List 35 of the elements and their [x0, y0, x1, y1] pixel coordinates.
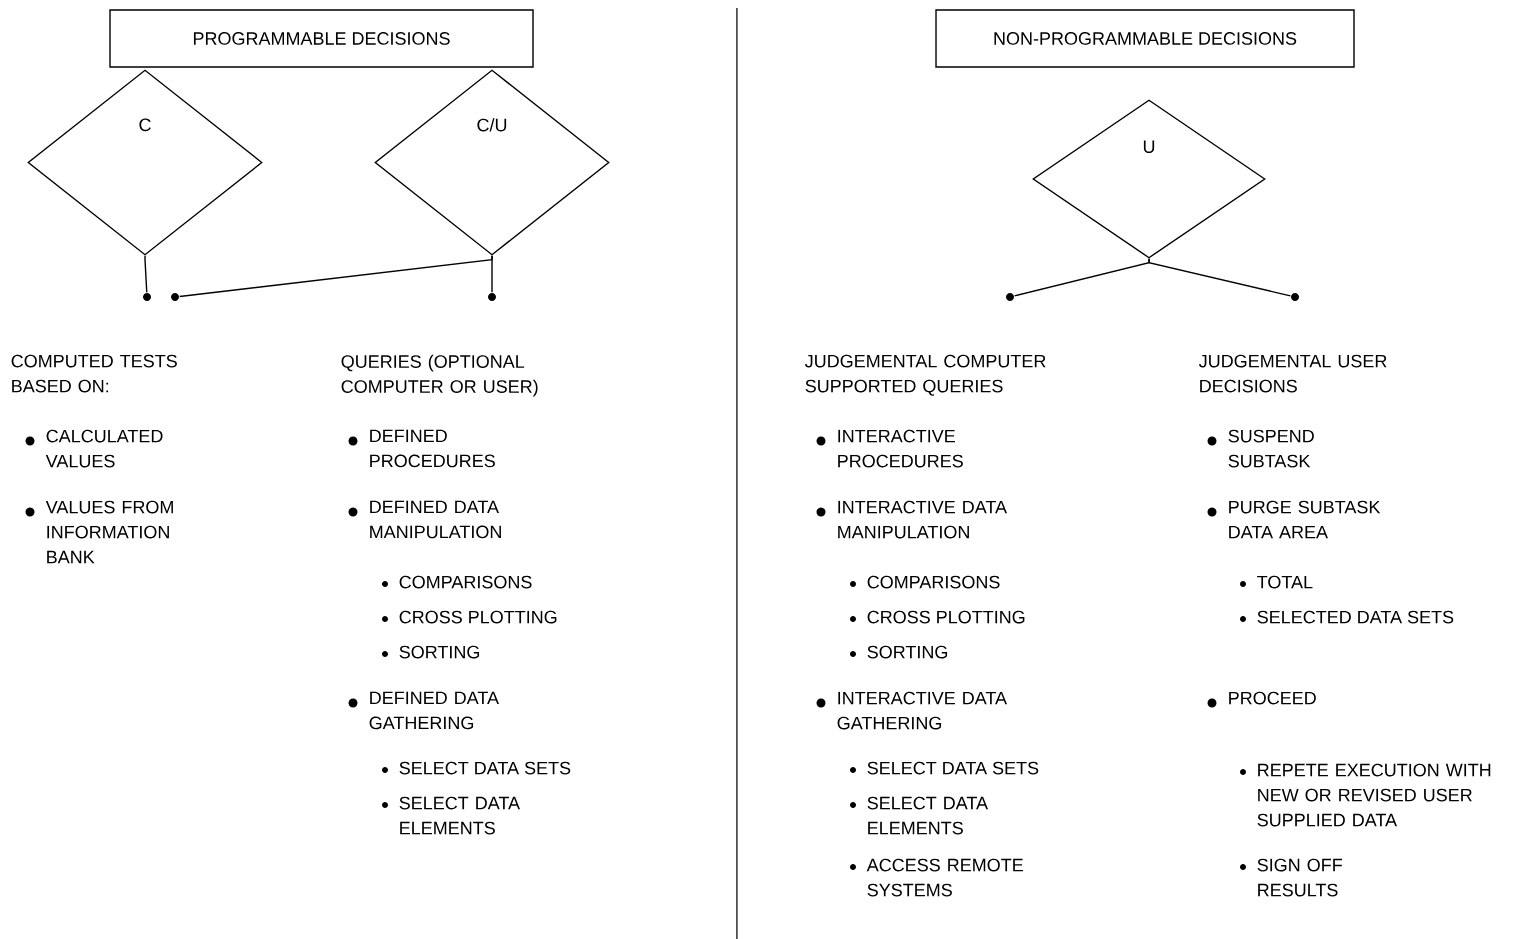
list-text: CROSS PLOTTING [867, 610, 1025, 624]
list-text: TOTAL [1257, 575, 1313, 589]
list-text: INTERACTIVE PROCEDURES [838, 429, 963, 468]
list-text: COMPUTED TESTS BASED ON: [11, 354, 177, 393]
list-text: JUDGEMENTAL COMPUTER SUPPORTED QUERIES [805, 354, 1046, 396]
list-text: SELECT DATA ELEMENTS [867, 796, 988, 835]
list-text: DEFINED PROCEDURES [370, 429, 495, 468]
list-text: SIGN OFF RESULTS [1257, 858, 1342, 897]
list-text: SORTING [867, 645, 948, 659]
connector-line [1148, 258, 1292, 297]
list-text: SUSPEND SUBTASK [1228, 429, 1314, 468]
list-text: COMPARISONS [399, 575, 532, 589]
connector-line [144, 255, 148, 293]
list-text: CROSS PLOTTING [399, 610, 557, 624]
title-box: NON-PROGRAMMABLE DECISIONS [935, 9, 1355, 68]
list-text: DEFINED DATA GATHERING [369, 691, 499, 730]
list-text: DEFINED DATA MANIPULATION [370, 500, 501, 539]
list-text: COMPARISONS [867, 575, 1000, 589]
connector-line [491, 255, 493, 293]
list-text: SORTING [399, 645, 480, 659]
list-text: INTERACTIVE DATA MANIPULATION [838, 500, 1007, 539]
list-text: INTERACTIVE DATA GATHERING [837, 691, 1007, 730]
list-text: SELECT DATA SETS [399, 761, 571, 775]
list-text: SELECT DATA ELEMENTS [399, 796, 521, 835]
list-text: REPETE EXECUTION WITH NEW OR REVISED USER SUPPLIED DATA [1257, 763, 1491, 827]
list-text: VALUES FROM INFORMATION BANK [45, 500, 173, 564]
list-text: PURGE SUBTASK DATA AREA [1229, 500, 1381, 539]
list-text: SELECTED DATA SETS [1257, 610, 1454, 624]
list-text: JUDGEMENTAL USER DECISIONS [1199, 354, 1387, 393]
list-text: PROCEED [1229, 691, 1316, 705]
title-box: PROGRAMMABLE DECISIONS [109, 9, 534, 68]
list-text: SELECT DATA SETS [867, 761, 1039, 775]
list-text: QUERIES (OPTIONAL COMPUTER OR USER) [341, 354, 538, 397]
list-text: ACCESS REMOTE SYSTEMS [866, 858, 1023, 897]
list-text: CALCULATED VALUES [45, 429, 163, 468]
